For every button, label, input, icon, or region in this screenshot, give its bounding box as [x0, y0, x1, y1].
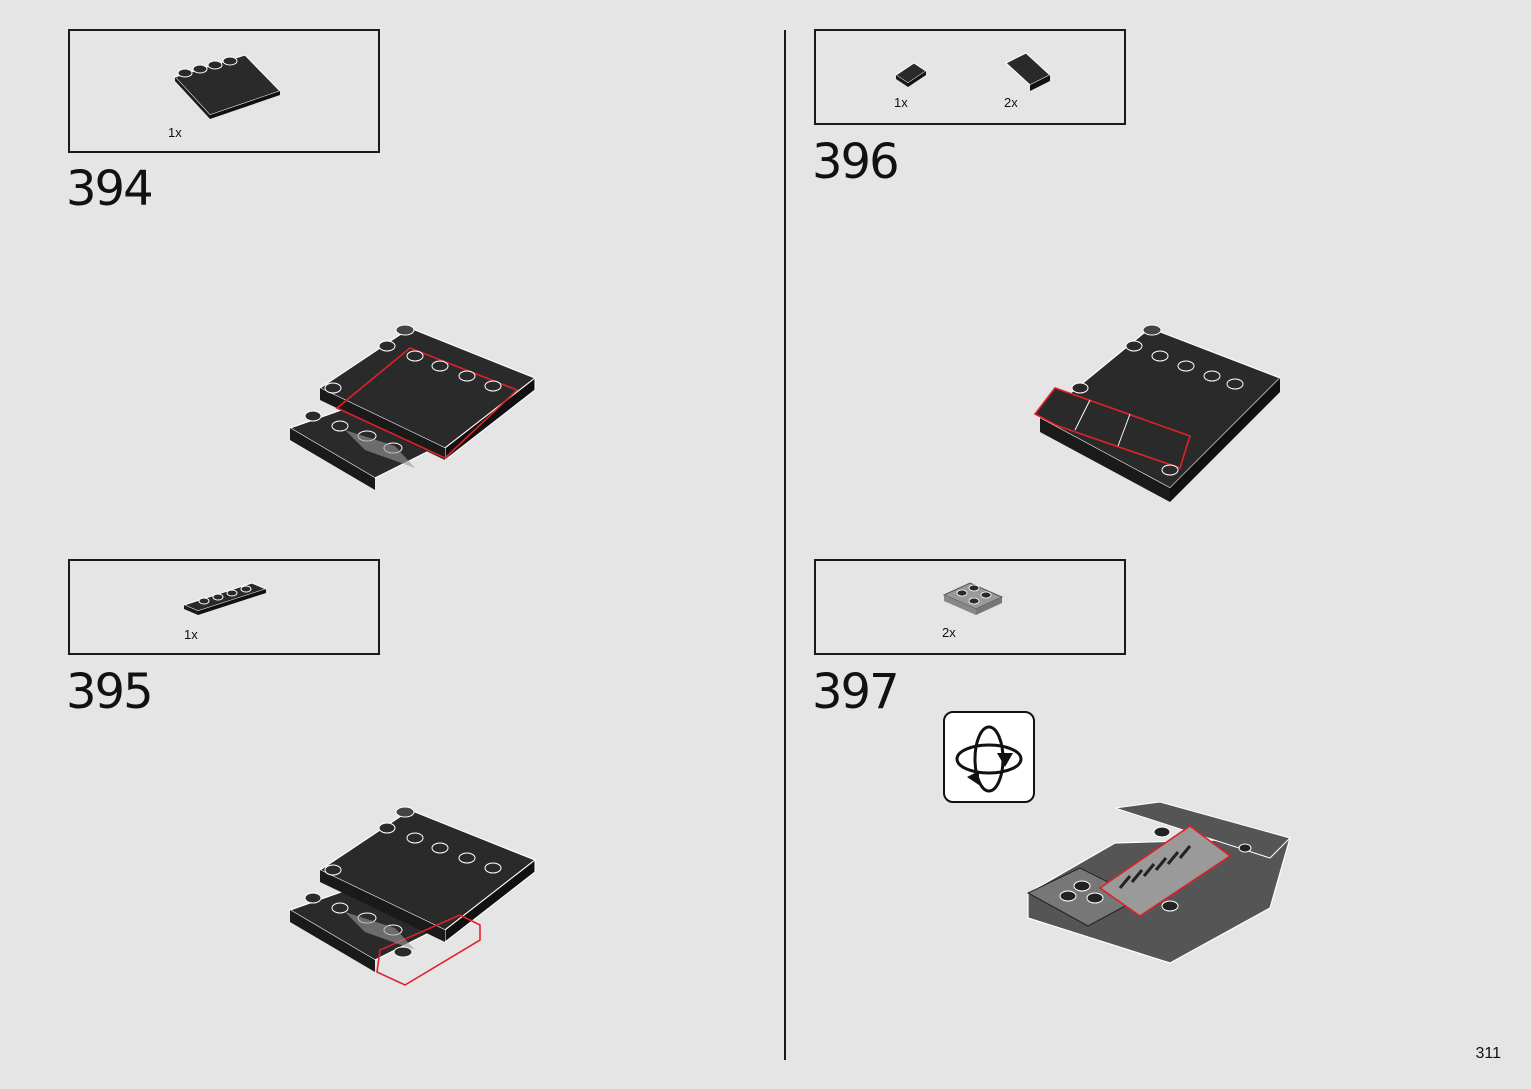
page-number: 311 — [1475, 1045, 1501, 1062]
parts-callout-396: 1x 2x — [814, 29, 1126, 125]
part-qty: 2x — [1004, 95, 1018, 110]
part-qty: 1x — [894, 95, 908, 110]
step-395-model-illustration — [288, 806, 537, 986]
step-394-model-illustration — [288, 324, 537, 490]
grey-plate-part-icon — [942, 582, 1004, 615]
parts-callout-397: 2x — [814, 559, 1126, 655]
step-number-397: 397 — [812, 664, 900, 720]
step-number-394: 394 — [66, 161, 154, 217]
slope-2x2-part-icon — [1005, 52, 1051, 91]
page-divider — [784, 30, 786, 1060]
parts-callout-394: 1x — [68, 29, 380, 153]
wedge-plate-part-icon — [174, 54, 281, 119]
part-qty: 2x — [942, 625, 956, 640]
parts-callout-395: 1x — [68, 559, 380, 655]
plate-part-icon — [182, 582, 268, 615]
rotate-model-icon — [943, 711, 1035, 803]
step-number-396: 396 — [812, 134, 900, 190]
step-396-model-illustration — [1033, 324, 1282, 502]
step-397-model-illustration — [1026, 801, 1291, 964]
part-qty: 1x — [168, 125, 182, 140]
step-number-395: 395 — [66, 664, 154, 720]
part-qty: 1x — [184, 627, 198, 642]
slope-1x1-part-icon — [895, 62, 927, 87]
